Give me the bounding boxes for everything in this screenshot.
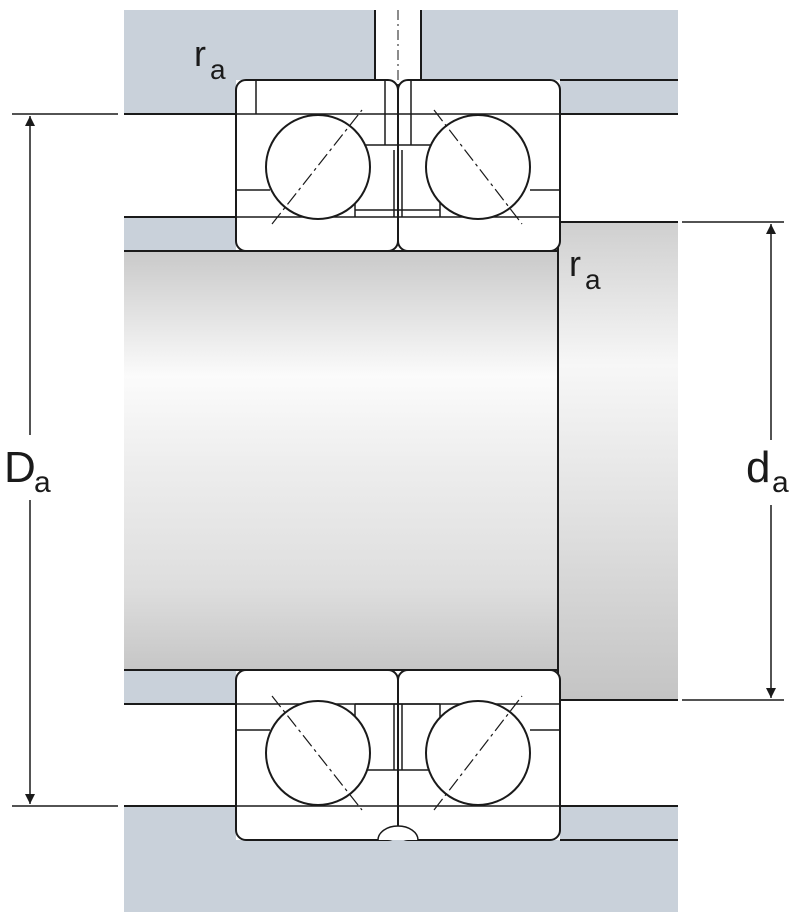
bearing-pair-bottom (235, 669, 561, 841)
housing-top-right-shoulder (560, 80, 678, 114)
outer-diameter-label: D (4, 443, 36, 492)
ball-top-right (425, 114, 531, 220)
inner-diameter-label: d (746, 443, 770, 492)
fillet-radius-label-shaft: r (569, 243, 581, 284)
shaft-body (124, 251, 558, 670)
bearing-pair-top (235, 79, 561, 252)
ball-top-left (265, 114, 371, 220)
contact-angle-line (433, 695, 523, 811)
shaft-shoulder (558, 222, 678, 700)
housing-top (124, 10, 678, 120)
housing-top-left-shoulder (124, 80, 236, 114)
lubrication-groove (377, 825, 419, 841)
housing-bottom-left-shoulder (124, 806, 236, 840)
ball-bottom-left (265, 700, 371, 806)
shaft-spacer-bottom (124, 670, 236, 704)
ball-bottom-right (425, 700, 531, 806)
inner-diameter-subscript: a (772, 466, 789, 499)
shaft-spacer-top (124, 217, 236, 251)
fillet-radius-subscript-top: a (210, 54, 226, 85)
fillet-radius-label-top: r (194, 33, 206, 74)
housing-outlines (124, 79, 678, 841)
shaft (124, 221, 678, 701)
outer-diameter-subscript: a (34, 466, 51, 499)
dimension-inner-diameter: d a (682, 221, 789, 701)
housing-bottom-block (124, 840, 678, 912)
fillet-radius-subscript-shaft: a (585, 264, 601, 295)
housing-bottom (124, 806, 678, 912)
housing-bottom-right-shoulder (560, 806, 678, 840)
contact-angle-line (433, 109, 523, 225)
dimension-outer-diameter: D a (4, 113, 118, 807)
